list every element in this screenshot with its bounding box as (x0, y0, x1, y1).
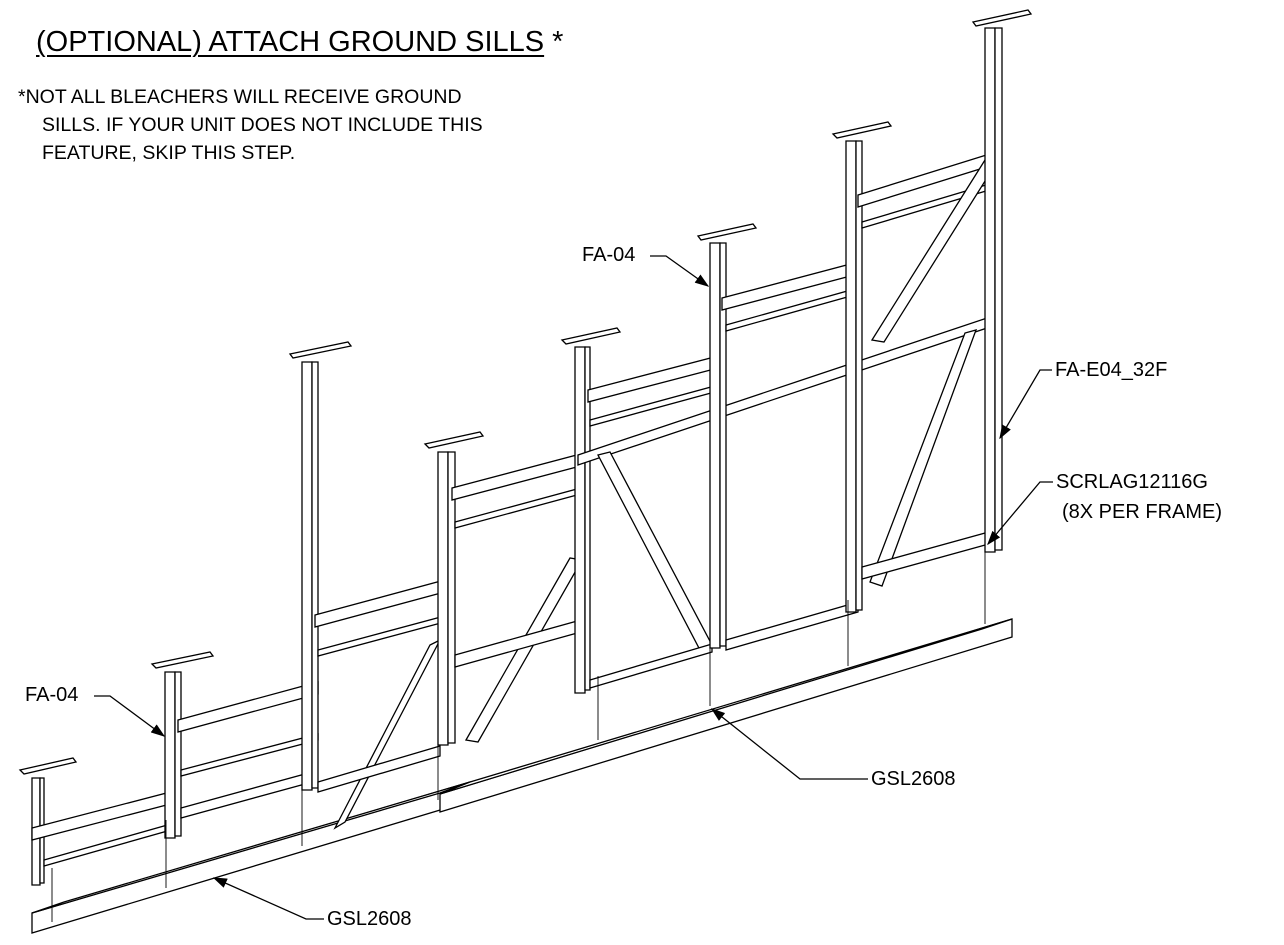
callout-fa04-lower: FA-04 (25, 684, 79, 706)
frame-4 (451, 327, 622, 743)
leader-gsl-lower (212, 877, 324, 920)
ground-sills (31, 618, 1013, 934)
callout-scrlag: SCRLAG12116G (1056, 471, 1208, 493)
callout-fa-e04: FA-E04_32F (1055, 359, 1168, 381)
frame-1 (18, 651, 215, 886)
leader-fa-e04 (999, 369, 1052, 440)
note-line-2: SILLS. IF YOUR UNIT DOES NOT INCLUDE THI… (42, 114, 483, 136)
title-main: (OPTIONAL) ATTACH GROUND SILLS (36, 26, 545, 58)
bleacher-frames (18, 9, 1033, 886)
leader-scrlag (987, 481, 1053, 546)
callout-scrlag-qty: (8X PER FRAME) (1062, 501, 1223, 523)
callout-leaders (94, 255, 1053, 920)
leader-fa04-lower (94, 695, 166, 737)
callout-fa04-upper: FA-04 (582, 244, 636, 266)
ground-sill-lower (31, 781, 471, 934)
frame-7-end (857, 9, 1033, 587)
page-title: (OPTIONAL) ATTACH GROUND SILLS * (36, 26, 563, 59)
title-asterisk: * (552, 26, 564, 58)
note-line-1: *NOT ALL BLEACHERS WILL RECEIVE GROUND (18, 86, 462, 108)
callout-gsl-lower: GSL2608 (327, 908, 412, 930)
frame-3 (314, 431, 485, 830)
ground-sill-upper (439, 618, 1013, 813)
leader-fa04-upper (650, 255, 710, 287)
note-line-3: FEATURE, SKIP THIS STEP. (42, 142, 296, 164)
frame-5 (577, 223, 997, 689)
leader-gsl-upper (710, 708, 868, 780)
frame-2 (177, 341, 353, 819)
fastener-lines (51, 547, 986, 922)
frame-6 (721, 121, 893, 651)
callout-gsl-upper: GSL2608 (871, 768, 956, 790)
